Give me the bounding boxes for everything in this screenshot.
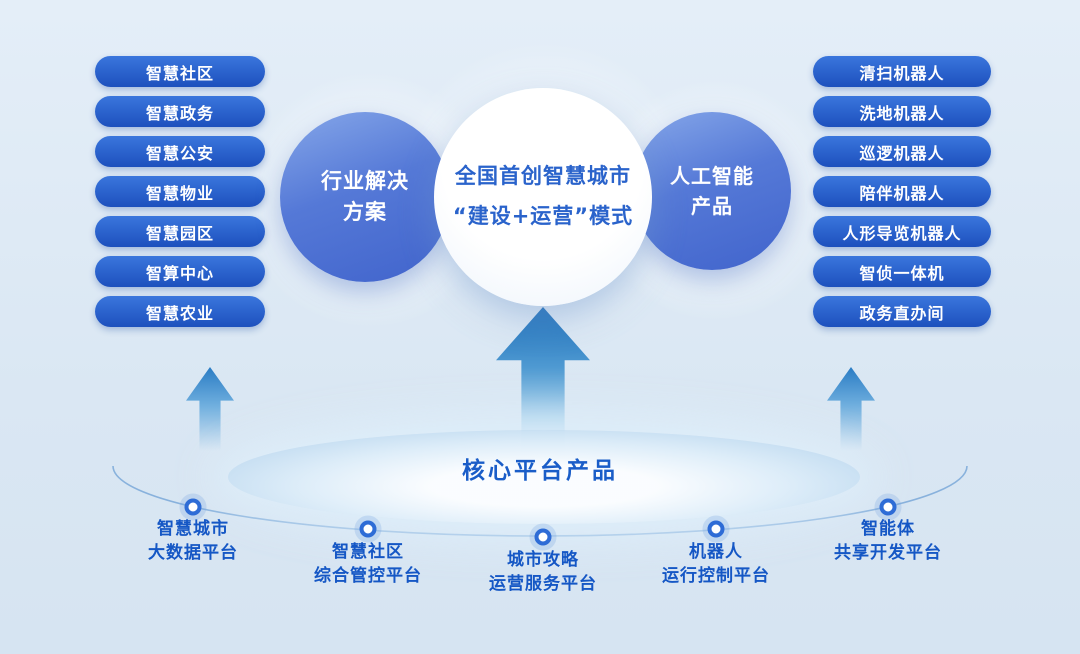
industry-solutions-line2: 方案 <box>343 200 387 224</box>
product-pill: 政务直办间 <box>813 296 991 327</box>
platform-label-line2: 综合管控平台 <box>314 565 422 586</box>
industry-solutions-bubble: 行业解决 方案 <box>280 112 450 282</box>
platform-label-line1: 智慧社区 <box>332 542 404 562</box>
product-pill: 智侦一体机 <box>813 256 991 287</box>
core-mode-bubble: 全国首创智慧城市 “建设+运营”模式 <box>434 88 652 306</box>
product-pill: 人形导览机器人 <box>813 216 991 247</box>
platform-label-line1: 智慧城市 <box>157 519 229 539</box>
platform-node-dot <box>879 498 897 516</box>
core-mode-line2: “建设+运营”模式 <box>452 204 634 228</box>
industry-pill: 智慧园区 <box>95 216 265 247</box>
product-pill: 陪伴机器人 <box>813 176 991 207</box>
platform-label-line2: 共享开发平台 <box>834 542 942 563</box>
platform-label-line2: 运营服务平台 <box>489 573 597 594</box>
product-pill-column: 清扫机器人 洗地机器人 巡逻机器人 陪伴机器人 人形导览机器人 智侦一体机 政务… <box>813 56 991 327</box>
platform-label-line1: 机器人 <box>689 542 743 562</box>
ai-products-line1: 人工智能 <box>670 164 754 188</box>
platform-label: 智慧城市 大数据平台 <box>98 518 288 566</box>
product-pill: 巡逻机器人 <box>813 136 991 167</box>
platform-label: 智慧社区 综合管控平台 <box>273 541 463 589</box>
industry-pill: 智算中心 <box>95 256 265 287</box>
industry-pill-column: 智慧社区 智慧政务 智慧公安 智慧物业 智慧园区 智算中心 智慧农业 <box>95 56 265 327</box>
core-platform-ellipse <box>228 430 860 524</box>
platform-label-line2: 运行控制平台 <box>662 565 770 586</box>
platform-label: 智能体 共享开发平台 <box>793 518 983 566</box>
platform-label: 机器人 运行控制平台 <box>621 541 811 589</box>
platform-label-line1: 城市攻略 <box>507 550 579 570</box>
core-platform-title: 核心平台产品 <box>462 458 618 484</box>
ai-products-line2: 产品 <box>691 194 733 218</box>
product-pill: 清扫机器人 <box>813 56 991 87</box>
platform-label-line1: 智能体 <box>861 519 915 539</box>
core-mode-line1: 全国首创智慧城市 <box>455 164 631 189</box>
industry-pill: 智慧农业 <box>95 296 265 327</box>
industry-solutions-line1: 行业解决 <box>321 168 409 193</box>
industry-pill: 智慧物业 <box>95 176 265 207</box>
platform-label: 城市攻略 运营服务平台 <box>448 549 638 597</box>
platform-node-dot <box>184 498 202 516</box>
platform-node-dot <box>359 520 377 538</box>
industry-pill: 智慧政务 <box>95 96 265 127</box>
industry-pill: 智慧公安 <box>95 136 265 167</box>
industry-pill: 智慧社区 <box>95 56 265 87</box>
product-pill: 洗地机器人 <box>813 96 991 127</box>
platform-node-dot <box>707 520 725 538</box>
platform-label-line2: 大数据平台 <box>148 542 238 563</box>
ai-products-bubble: 人工智能 产品 <box>633 112 791 270</box>
platform-node-dot <box>534 528 552 546</box>
